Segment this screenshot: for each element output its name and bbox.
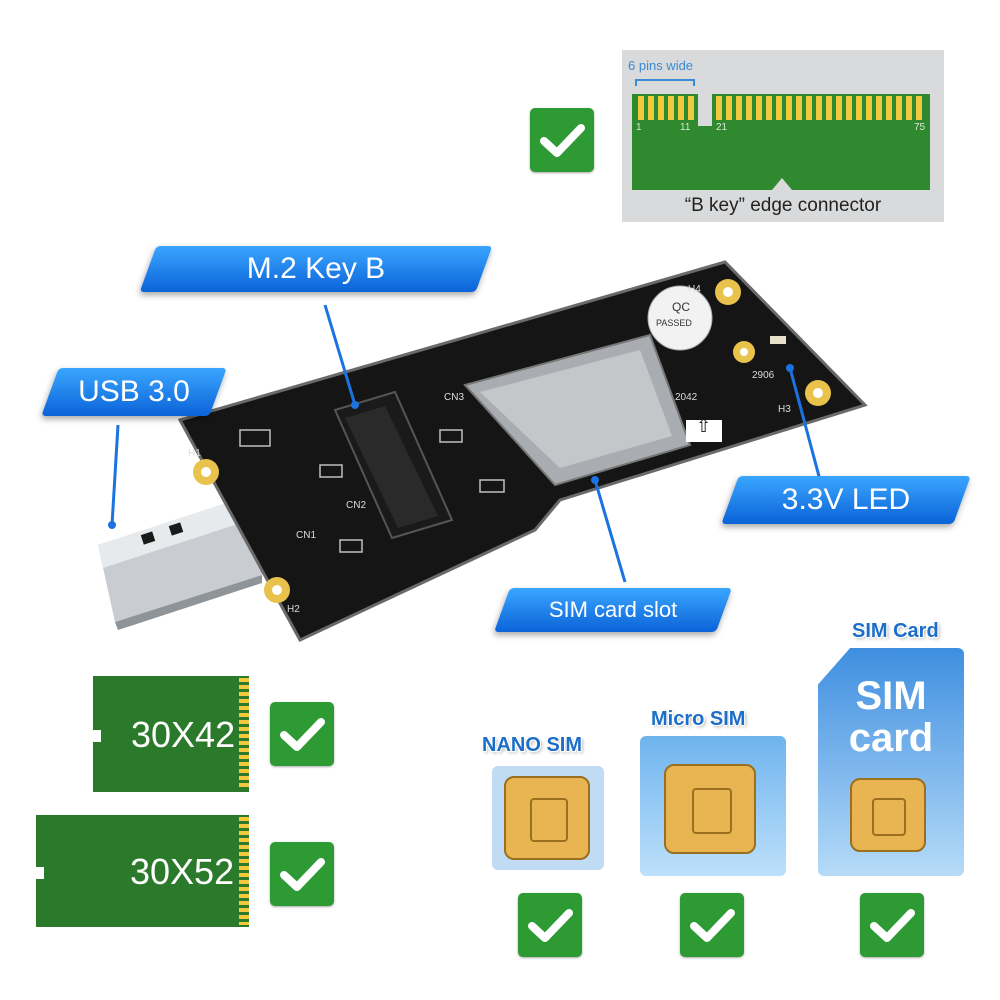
silk-passed: PASSED bbox=[656, 318, 692, 328]
pin-number-1: 1 bbox=[636, 122, 642, 133]
sim-chip bbox=[850, 778, 926, 852]
silk-cn2: CN2 bbox=[346, 500, 367, 511]
silk-code-b: 2906 bbox=[752, 370, 775, 381]
nano-sim-card bbox=[492, 766, 604, 870]
sim-chip bbox=[664, 764, 756, 854]
m2-size-label: 30X52 bbox=[130, 851, 235, 892]
pin-number-21: 21 bbox=[716, 122, 728, 133]
sim-card-text-1: SIM bbox=[855, 674, 927, 718]
micro-sim-check bbox=[680, 893, 744, 957]
callout-m2-key-b: M.2 Key B bbox=[139, 246, 493, 292]
m2-size-label: 30X42 bbox=[131, 714, 236, 755]
m2-card-pins bbox=[239, 817, 249, 925]
check-icon bbox=[690, 909, 735, 942]
nano-sim-check bbox=[518, 893, 582, 957]
pin-number-11: 11 bbox=[680, 122, 691, 133]
check-icon bbox=[528, 909, 573, 942]
check-icon bbox=[280, 858, 325, 891]
callout-usb-30-label: USB 3.0 bbox=[78, 375, 190, 408]
sim-card-check bbox=[860, 893, 924, 957]
edge-connector-caption: “B key” edge connector bbox=[684, 195, 882, 216]
m2-30x52-check bbox=[270, 842, 334, 906]
silk-qc: QC bbox=[672, 300, 690, 314]
sim-card-text-2: card bbox=[848, 716, 934, 760]
pcb-board bbox=[177, 260, 868, 642]
silk-h1: H1 bbox=[188, 448, 201, 459]
callout-sim-slot: SIM card slot bbox=[493, 588, 733, 632]
edge-connector-diagram: 6 pins wide 1 11 21 75 “B key” edge conn… bbox=[622, 50, 944, 222]
callout-usb-30: USB 3.0 bbox=[41, 368, 227, 416]
full-sim-card: SIM card bbox=[818, 648, 964, 876]
m2-card-notch bbox=[91, 730, 101, 742]
pins-wide-label: 6 pins wide bbox=[628, 58, 694, 73]
callout-sim-slot-label: SIM card slot bbox=[548, 597, 678, 622]
check-icon bbox=[280, 718, 325, 751]
silk-h2: H2 bbox=[287, 604, 300, 615]
callout-led: 3.3V LED bbox=[721, 476, 971, 524]
silk-h3: H3 bbox=[778, 404, 791, 415]
sim-card-title: SIM Card bbox=[852, 620, 939, 642]
check-icon bbox=[870, 909, 915, 942]
micro-sim-card bbox=[640, 736, 786, 876]
silk-cn1: CN1 bbox=[296, 530, 317, 541]
arrow-up-icon: ⇧ bbox=[696, 416, 712, 436]
m2-card-30x42: 30X42 bbox=[91, 676, 249, 792]
m2-30x42-check bbox=[270, 702, 334, 766]
sim-chip bbox=[504, 776, 590, 860]
usb-plug bbox=[98, 497, 262, 630]
micro-sim-title: Micro SIM bbox=[651, 708, 746, 730]
edge-connector-drawing bbox=[632, 79, 930, 190]
pin-number-75: 75 bbox=[914, 122, 926, 133]
nano-sim-title: NANO SIM bbox=[482, 734, 582, 756]
m2-card-pins bbox=[239, 678, 249, 790]
edge-connector-check bbox=[530, 108, 594, 172]
m2-card-30x52: 30X52 bbox=[34, 815, 249, 927]
silk-code-a: 2042 bbox=[675, 392, 698, 403]
callout-led-label: 3.3V LED bbox=[781, 483, 911, 516]
silk-h4: H4 bbox=[688, 284, 701, 295]
silk-cn3: CN3 bbox=[444, 392, 465, 403]
m2-card-notch bbox=[34, 867, 44, 879]
callout-m2-key-b-label: M.2 Key B bbox=[246, 252, 386, 285]
check-icon bbox=[540, 124, 585, 157]
